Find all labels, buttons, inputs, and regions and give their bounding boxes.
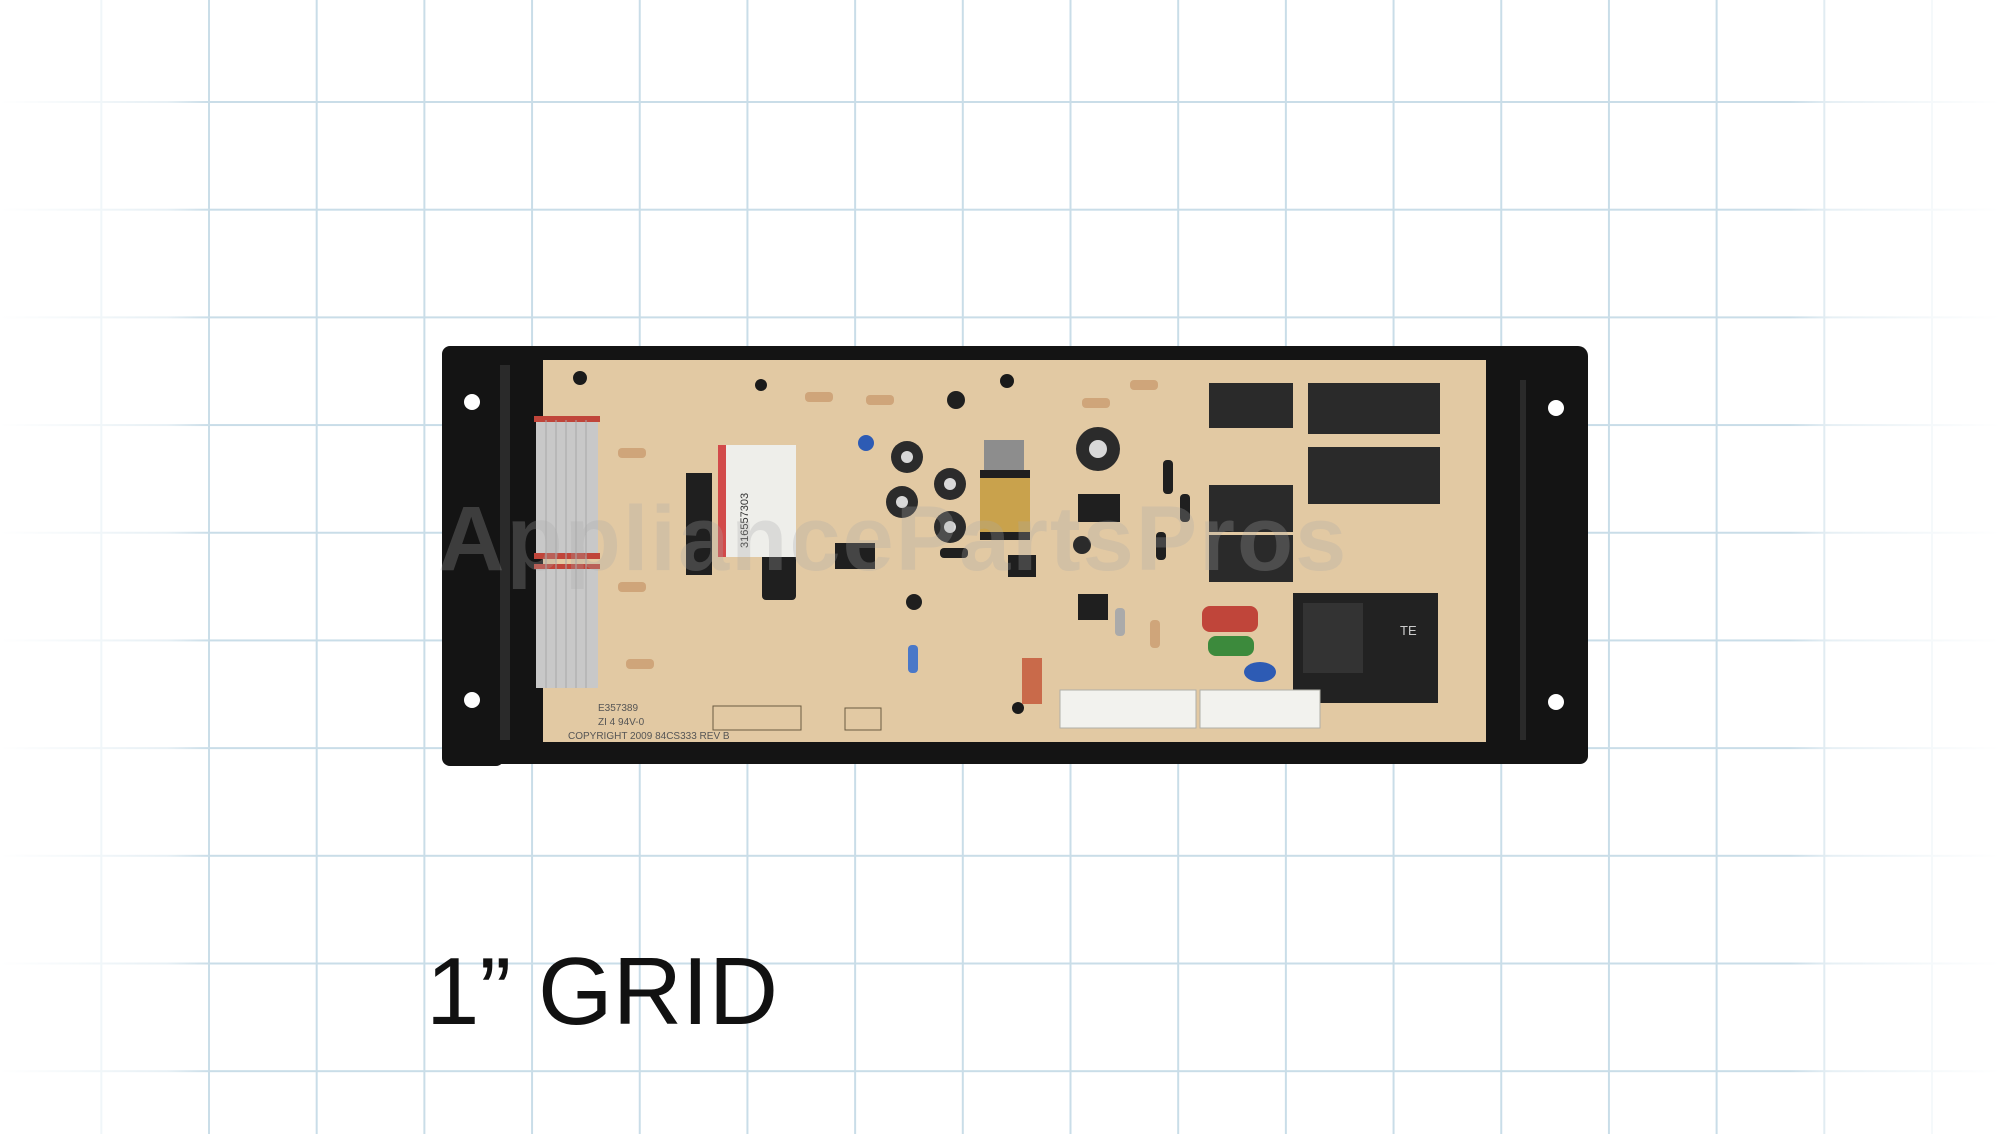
capacitors [858, 427, 1120, 554]
ic-chip [686, 473, 712, 575]
ic-chip [1078, 494, 1120, 522]
mount-hole [1548, 400, 1564, 416]
ic-chip [1078, 594, 1108, 620]
grid-scale-caption: 1” GRID [426, 938, 779, 1045]
grid-fade-left [0, 0, 210, 1134]
mount-hole [464, 394, 480, 410]
board-rating-text: ZI 4 94V-0 [598, 717, 645, 728]
board-code-text: E357389 [598, 703, 638, 714]
watermark: AppliancePartsPros [438, 488, 1349, 590]
fuse [1022, 658, 1042, 704]
grid-fade-right [1790, 0, 2000, 1134]
connector-headers [712, 689, 1321, 731]
board-copyright-text: COPYRIGHT 2009 84CS333 REV B [568, 731, 730, 742]
ribbon-cable [534, 416, 600, 688]
label-part-number: 316557303 [739, 493, 751, 548]
part-number-label: 316557303 [718, 445, 796, 557]
ic-chip [835, 543, 875, 569]
relay-brand-text: TE [1400, 623, 1417, 638]
mount-hole [1548, 694, 1564, 710]
film-capacitor [1208, 636, 1254, 656]
film-capacitor [1202, 606, 1258, 632]
mount-hole [464, 692, 480, 708]
relays: TE [1209, 383, 1440, 703]
film-capacitor [1244, 662, 1276, 682]
transformer [980, 440, 1030, 540]
resistors [618, 380, 1190, 673]
